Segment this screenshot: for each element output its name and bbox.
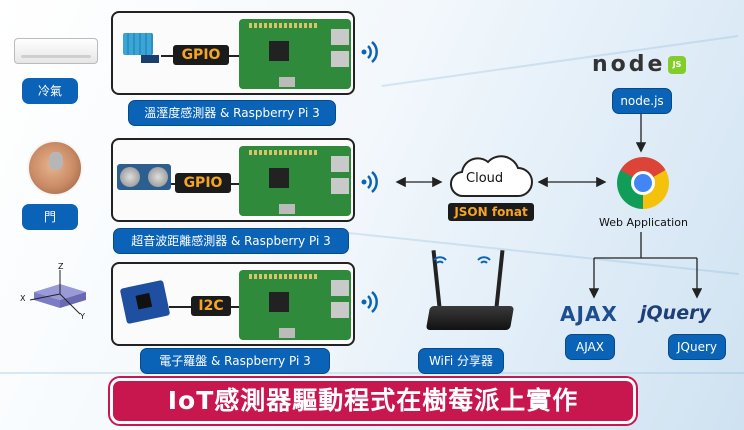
wifi-signal-icon <box>361 171 378 193</box>
bus-label-gpio-2: GPIO <box>175 173 231 193</box>
caption-compass-device: 電子羅盤 & Raspberry Pi 3 <box>140 348 330 374</box>
json-format-label: JSON fonat <box>448 203 534 221</box>
nodejs-logo: node JS <box>592 52 692 78</box>
ultrasonic-sensor-image <box>117 164 171 190</box>
jquery-label: JQuery <box>668 334 726 360</box>
nodejs-label: node.js <box>612 88 672 114</box>
device-panel-ultrasonic: GPIO <box>111 138 355 222</box>
wifi-signal-icon <box>361 291 378 313</box>
bus-label-i2c: I2C <box>191 296 231 316</box>
air-conditioner-image <box>14 38 98 64</box>
compass-axis-diagram: Z X Y <box>20 262 94 324</box>
cloud-icon <box>450 155 533 198</box>
wifi-signal-icon <box>361 41 378 63</box>
device-panel-temperature: GPIO <box>111 11 355 95</box>
device-panel-compass: I2C <box>111 262 355 346</box>
nodejs-badge: JS <box>668 56 686 74</box>
side-label-air-conditioner: 冷氣 <box>22 78 78 104</box>
caption-temperature-device: 溫溼度感測器 & Raspberry Pi 3 <box>128 100 336 126</box>
bus-label-gpio-1: GPIO <box>173 45 229 65</box>
cloud-label: Cloud <box>466 171 504 186</box>
ajax-label: AJAX <box>565 334 615 360</box>
antenna-signal-icon <box>477 256 491 264</box>
chrome-browser-icon <box>617 157 669 209</box>
nodejs-logo-text: node <box>592 52 666 77</box>
router-label: WiFi 分享器 <box>418 348 504 374</box>
axis-label-x: X <box>20 294 26 303</box>
hand-photo-image <box>27 140 83 196</box>
ajax-logo: AJAX <box>560 302 618 326</box>
raspberry-pi-board-image <box>239 146 351 216</box>
raspberry-pi-board-image <box>239 19 351 89</box>
caption-ultrasonic-device: 超音波距離感測器 & Raspberry Pi 3 <box>113 228 349 254</box>
axis-label-z: Z <box>58 262 64 271</box>
jquery-logo: jQuery <box>640 302 711 324</box>
compass-sensor-image <box>119 279 171 325</box>
background-line <box>0 372 744 374</box>
side-label-door: 門 <box>22 204 78 230</box>
axis-label-y: Y <box>80 312 85 321</box>
raspberry-pi-board-image <box>239 270 351 340</box>
web-application-label: Web Application <box>599 216 688 229</box>
page-title: IoT感測器驅動程式在樹莓派上實作 <box>110 378 636 424</box>
background-line <box>301 227 739 275</box>
temperature-sensor-image <box>121 31 161 67</box>
antenna-signal-icon <box>433 256 447 264</box>
